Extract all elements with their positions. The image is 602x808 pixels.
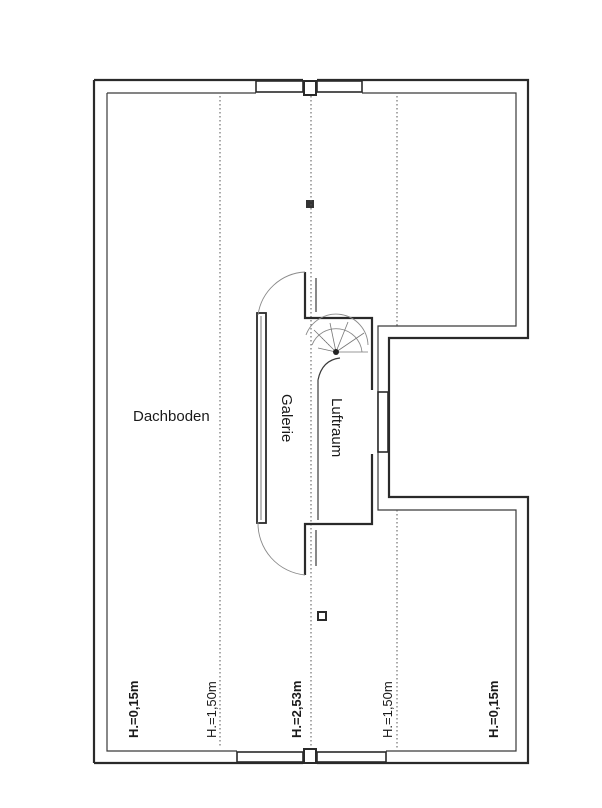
height-label-right-outer: H.=0,15m bbox=[486, 681, 501, 738]
height-label-center: H.=2,53m bbox=[289, 681, 304, 738]
opening-wall-lower bbox=[303, 454, 374, 575]
column-upper bbox=[306, 200, 314, 208]
window-right-recess bbox=[377, 391, 389, 453]
window-top-right bbox=[316, 80, 363, 93]
window-bottom-right bbox=[316, 751, 387, 763]
gallery-railing bbox=[256, 312, 267, 524]
height-label-left-inner: H.=1,50m bbox=[204, 681, 219, 738]
window-top-left bbox=[255, 80, 304, 93]
outer-wall-outer bbox=[92, 78, 530, 765]
post-top bbox=[303, 80, 317, 96]
door-arc-upper bbox=[257, 271, 306, 316]
opening-wall-upper bbox=[303, 272, 374, 390]
room-label-dachboden: Dachboden bbox=[133, 408, 210, 425]
post-bottom bbox=[303, 748, 317, 764]
window-bottom-left bbox=[236, 751, 304, 763]
room-label-luftraum: Luftraum bbox=[328, 398, 345, 457]
room-label-galerie: Galerie bbox=[278, 394, 295, 442]
column-lower bbox=[317, 611, 327, 621]
spiral-stair bbox=[305, 313, 369, 355]
luftraum-boundary bbox=[317, 357, 341, 520]
height-label-left-outer: H.=0,15m bbox=[126, 681, 141, 738]
height-label-right-inner: H.=1,50m bbox=[380, 681, 395, 738]
door-arc-lower bbox=[257, 521, 306, 576]
